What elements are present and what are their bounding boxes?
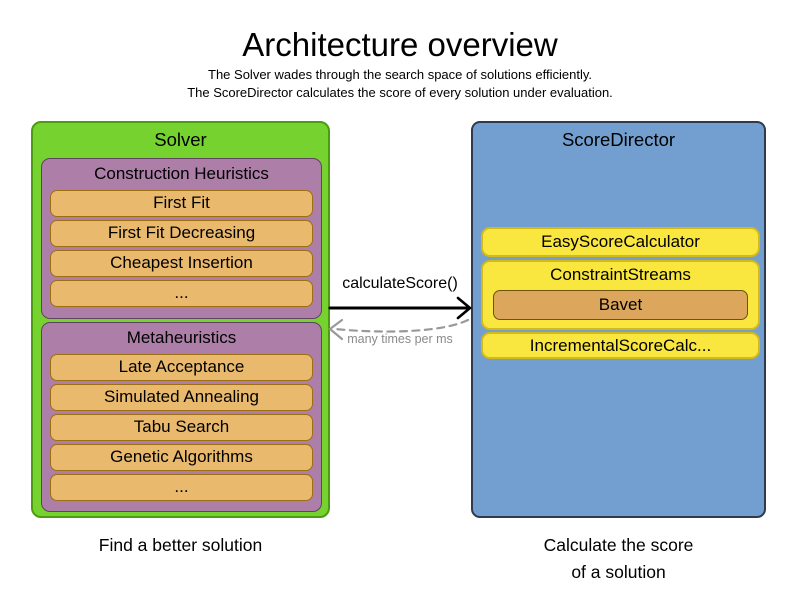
metaheuristic-item-tabu-search: Tabu Search	[50, 414, 313, 441]
heuristic-item-ellipsis: ...	[50, 280, 313, 307]
connection-arrows	[328, 296, 473, 341]
calculator-item-constraint-streams: ConstraintStreams Bavet	[481, 260, 760, 330]
solver-box: Solver Construction Heuristics First Fit…	[31, 121, 330, 518]
return-arrow-icon	[328, 318, 470, 341]
subtitle-line-1: The Solver wades through the search spac…	[208, 67, 592, 82]
construction-heuristics-group: Construction Heuristics First Fit First …	[41, 158, 322, 319]
score-director-caption-line-1: Calculate the score	[543, 535, 694, 555]
heuristic-item-first-fit-decreasing: First Fit Decreasing	[50, 220, 313, 247]
metaheuristics-title: Metaheuristics	[126, 328, 237, 347]
page-title: Architecture overview	[242, 26, 558, 63]
metaheuristic-item-genetic-algorithms: Genetic Algorithms	[50, 444, 313, 471]
calculator-item-easy-score-calculator: EasyScoreCalculator	[481, 227, 760, 257]
score-director-box: ScoreDirector EasyScoreCalculator Constr…	[471, 121, 766, 518]
metaheuristic-item-simulated-annealing: Simulated Annealing	[50, 384, 313, 411]
score-director-box-title: ScoreDirector	[561, 129, 676, 150]
heuristic-item-cheapest-insertion: Cheapest Insertion	[50, 250, 313, 277]
calculator-item-incremental-score-calculator: IncrementalScoreCalc...	[481, 332, 760, 359]
score-director-caption: Calculate the score of a solution	[471, 532, 766, 586]
subtitle-line-2: The ScoreDirector calculates the score o…	[187, 85, 613, 100]
metaheuristic-item-ellipsis: ...	[50, 474, 313, 501]
construction-heuristics-title: Construction Heuristics	[94, 164, 269, 183]
calculate-score-label: calculateScore()	[342, 275, 458, 292]
bavet-item: Bavet	[493, 290, 748, 320]
heuristic-item-first-fit: First Fit	[50, 190, 313, 217]
score-director-caption-line-2: of a solution	[571, 562, 666, 582]
frequency-label: many times per ms	[347, 332, 453, 346]
metaheuristic-item-late-acceptance: Late Acceptance	[50, 354, 313, 381]
solver-box-title: Solver	[154, 129, 207, 150]
call-arrow-icon	[328, 296, 473, 320]
solver-caption: Find a better solution	[98, 535, 263, 555]
metaheuristics-group: Metaheuristics Late Acceptance Simulated…	[41, 322, 322, 512]
constraint-streams-label: ConstraintStreams	[550, 265, 691, 284]
